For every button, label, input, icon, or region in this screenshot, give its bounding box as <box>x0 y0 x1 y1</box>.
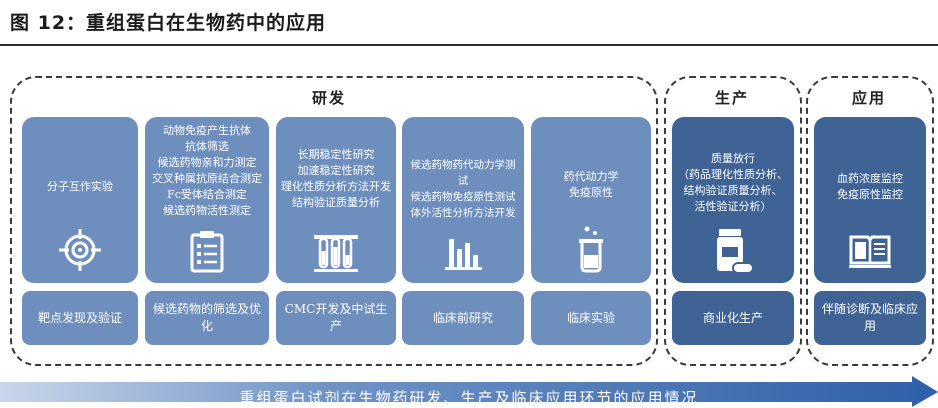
beaker-icon <box>579 226 603 273</box>
card-line: 活性验证分析） <box>694 200 772 213</box>
label-cmc-development: CMC开发及中试生产 <box>276 291 396 345</box>
card-line: 血药浓度监控 <box>837 172 903 185</box>
label-target-discovery: 靶点发现及验证 <box>22 291 138 345</box>
card-line: 候选药物药代动力学测试 <box>410 159 516 187</box>
card-monitoring: 血药浓度监控 免疫原性监控 <box>814 117 926 283</box>
card-molecular-interaction: 分子互作实验 <box>22 117 138 283</box>
card-line: 体外活性分析方法开发 <box>410 207 516 219</box>
card-line: 加速稳定性研究 <box>297 164 375 177</box>
production-group-label: 生产 <box>715 89 750 107</box>
process-arrow <box>0 376 938 407</box>
card-line: 免疫原性 <box>569 186 613 199</box>
figure-title: 图 12：重组蛋白在生物药中的应用 <box>10 12 327 34</box>
card-release: 质量放行 （药品理化性质分析、 结构验证质量分析、 活性验证分析） <box>672 117 794 283</box>
card-line: 候选药物活性测定 <box>163 204 251 217</box>
card-line: 抗体筛选 <box>185 140 229 153</box>
card-line: 结构验证质量分析、 <box>683 184 783 197</box>
card-drug-screening: 动物免疫产生抗体 抗体筛选 候选药物亲和力测定 交叉种属抗原结合测定 Fc受体结… <box>145 117 269 283</box>
card-preclinical: 候选药物药代动力学测试 候选药物免疫原性测试 体外活性分析方法开发 <box>402 117 524 283</box>
production-group <box>664 76 802 366</box>
card-line: 免疫原性监控 <box>837 188 903 201</box>
card-line: 药代动力学 <box>563 170 619 183</box>
research-group-label: 研发 <box>312 89 347 107</box>
card-line: 动物免疫产生抗体 <box>163 124 251 137</box>
bar-chart-icon <box>445 239 482 270</box>
card-line: 交叉种属抗原结合测定 <box>152 172 262 185</box>
card-line: Fc受体结合测定 <box>167 188 247 201</box>
application-group-label: 应用 <box>852 89 887 107</box>
test-tubes-icon <box>314 235 358 272</box>
card-line: 质量放行 <box>711 152 755 165</box>
card-line: 理化性质分析方法开发 <box>281 180 391 193</box>
label-companion-diagnostics: 伴随诊断及临床应用 <box>814 291 926 345</box>
card-line: 候选药物免疫原性测试 <box>410 191 516 203</box>
card-line: （药品理化性质分析、 <box>678 168 788 181</box>
label-preclinical-research: 临床前研究 <box>402 291 524 345</box>
card-clinical: 药代动力学 免疫原性 <box>531 117 651 283</box>
target-icon <box>59 229 101 271</box>
card-line: 结构验证质量分析 <box>292 196 380 209</box>
checklist-icon <box>190 231 224 273</box>
label-clinical-trial: 临床实验 <box>531 291 651 345</box>
card-line: 候选药物亲和力测定 <box>157 156 257 169</box>
card-cmc: 长期稳定性研究 加速稳定性研究 理化性质分析方法开发 结构验证质量分析 <box>276 117 396 283</box>
label-commercial-production: 商业化生产 <box>672 291 794 345</box>
research-group <box>10 76 658 366</box>
pill-bottle-icon <box>717 229 754 274</box>
application-group <box>806 76 934 366</box>
title-rule <box>0 44 938 46</box>
label-candidate-screening: 候选药物的筛选及优化 <box>145 291 269 345</box>
card-line: 长期稳定性研究 <box>297 148 375 161</box>
card-line: 分子互作实验 <box>47 180 113 193</box>
book-icon <box>849 235 891 268</box>
footer-caption: 重组蛋白试剂在生物药研发、生产及临床应用环节的应用情况 <box>239 389 699 407</box>
